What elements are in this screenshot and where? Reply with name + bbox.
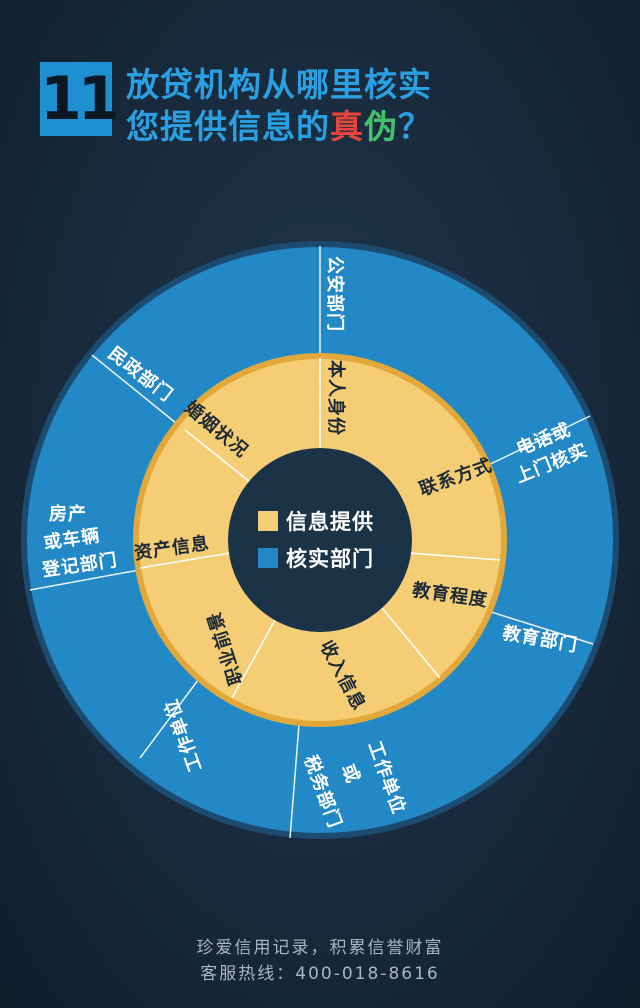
divider-worktax-employer xyxy=(289,711,301,839)
title-highlight-false: 伪 xyxy=(364,107,398,146)
divider-property-civil xyxy=(29,567,151,591)
center-disc xyxy=(228,448,412,632)
legend-verify-swatch xyxy=(258,548,278,568)
divider-income-job xyxy=(231,619,276,699)
inner-label-identity: 本人身份 xyxy=(325,360,347,436)
divider-assets-marriage xyxy=(184,429,251,483)
header: 11 放贷机构从哪里核实 您提供信息的真伪？ xyxy=(40,58,620,146)
title-line-2-suffix: ？ xyxy=(398,107,432,146)
divider-employer-property xyxy=(139,667,208,759)
divider-civil-police xyxy=(91,354,188,433)
legend-verify-label: 核实部门 xyxy=(286,547,374,571)
footer-hotline: 客服热线：400-018-8616 xyxy=(200,964,440,984)
footer-slogan: 珍爱信用记录，积累信誉财富 xyxy=(196,938,444,958)
section-number: 11 xyxy=(40,62,120,136)
outer-dividers xyxy=(29,246,594,839)
outer-label-property-1: 房产 xyxy=(49,503,87,525)
title-line-1: 放贷机构从哪里核实 xyxy=(126,65,432,104)
divider-edu-worktax xyxy=(487,610,594,645)
outer-label-police: 公安部门 xyxy=(324,256,346,332)
legend-provide-swatch xyxy=(258,511,278,531)
divider-edu-income xyxy=(381,607,441,679)
inner-dividers xyxy=(139,358,501,699)
footer: 珍爱信用记录，积累信誉财富 客服热线：400-018-8616 xyxy=(0,935,640,987)
divider-contact-edu xyxy=(409,552,501,561)
title-line-2-prefix: 您提供信息的 xyxy=(126,107,330,146)
title-line-2: 您提供信息的真伪？ xyxy=(126,100,432,148)
divider-phone-edu xyxy=(477,415,591,471)
title-highlight-true: 真 xyxy=(330,107,364,146)
divider-job-assets xyxy=(139,552,231,569)
legend-provide-label: 信息提供 xyxy=(286,510,374,534)
